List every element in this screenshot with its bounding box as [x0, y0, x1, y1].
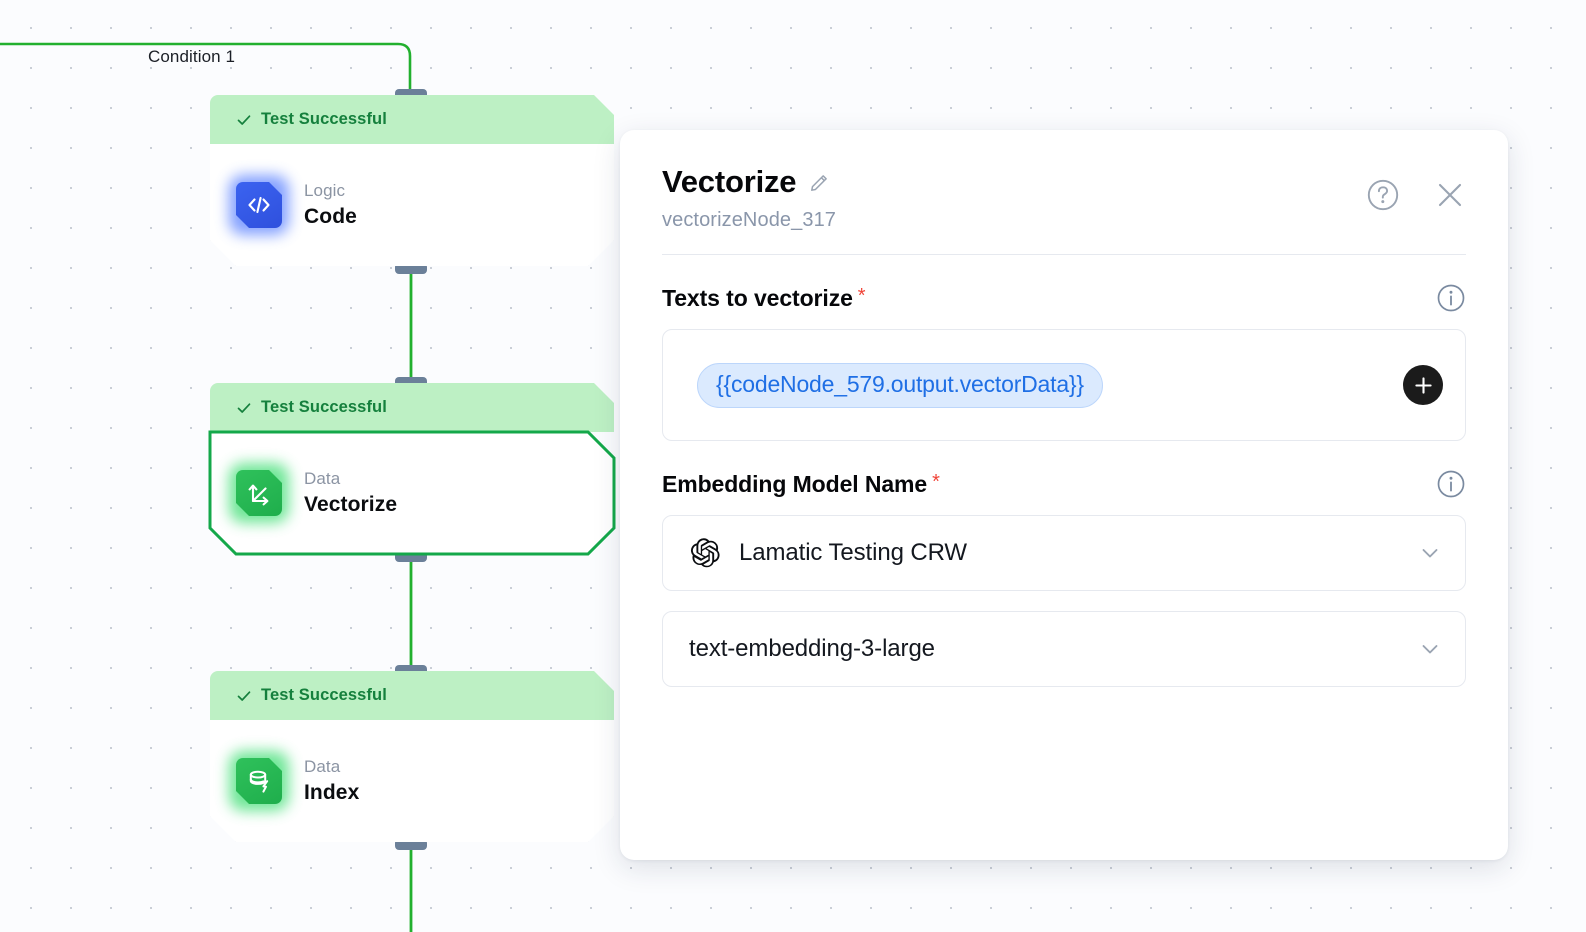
workflow-node-code[interactable]: Test Successful Logic Code — [210, 95, 614, 266]
pencil-icon[interactable] — [809, 171, 831, 193]
embedding-model-select[interactable]: text-embedding-3-large — [662, 611, 1466, 687]
info-icon[interactable] — [1436, 283, 1466, 313]
node-handle-index-top[interactable] — [395, 665, 427, 676]
vector-arrows-glyph — [246, 480, 272, 506]
embedding-provider-select[interactable]: Lamatic Testing CRW — [662, 515, 1466, 591]
check-icon — [236, 400, 252, 416]
add-text-button[interactable] — [1403, 365, 1443, 405]
node-handle-index-bottom[interactable] — [395, 839, 427, 850]
question-circle-icon[interactable] — [1366, 178, 1400, 212]
node-title: Vectorize — [304, 493, 398, 516]
node-status-label: Test Successful — [261, 686, 387, 704]
embedding-provider-value: Lamatic Testing CRW — [739, 539, 967, 566]
vector-arrows-icon — [236, 470, 282, 516]
node-handle-vectorize-top[interactable] — [395, 377, 427, 388]
workflow-node-index[interactable]: Test Successful Data Index — [210, 671, 614, 842]
code-brackets-icon — [236, 182, 282, 228]
chevron-down-icon[interactable] — [1417, 636, 1443, 662]
required-marker: * — [857, 284, 866, 307]
node-body[interactable]: Logic Code — [210, 144, 614, 266]
check-icon — [236, 112, 252, 128]
chevron-down-icon[interactable] — [1417, 540, 1443, 566]
node-status-banner: Test Successful — [210, 671, 614, 720]
node-status-banner: Test Successful — [210, 95, 614, 144]
variable-token[interactable]: {{codeNode_579.output.vectorData}} — [697, 362, 1103, 408]
node-status-label: Test Successful — [261, 398, 387, 416]
required-marker: * — [932, 470, 940, 493]
node-category: Data — [304, 757, 341, 776]
panel-header-actions — [1366, 178, 1466, 212]
node-handle-code-bottom[interactable] — [395, 263, 427, 274]
database-bolt-glyph — [246, 768, 272, 794]
database-bolt-icon — [236, 758, 282, 804]
node-id-label: vectorizeNode_317 — [662, 209, 837, 231]
condition-label: Condition 1 — [148, 47, 236, 66]
close-icon[interactable] — [1434, 179, 1466, 211]
node-category: Data — [304, 469, 341, 488]
field-label: Embedding Model Name — [662, 470, 928, 497]
plus-icon — [1414, 376, 1432, 394]
page-title: Vectorize — [662, 164, 797, 199]
embedding-model-value: text-embedding-3-large — [689, 635, 935, 662]
node-status-label: Test Successful — [261, 110, 387, 128]
workflow-node-vectorize[interactable]: Test Successful — [208, 383, 616, 556]
field-texts-to-vectorize: Texts to vectorize* {{codeNode_579.outpu… — [662, 255, 1466, 441]
node-status-banner: Test Successful — [210, 383, 614, 432]
check-icon — [236, 688, 252, 704]
field-label: Texts to vectorize — [662, 284, 853, 311]
node-body[interactable]: Data Index — [210, 720, 614, 842]
field-embedding-model-name: Embedding Model Name* Lamatic Testing CR… — [662, 441, 1466, 687]
texts-to-vectorize-input[interactable]: {{codeNode_579.output.vectorData}} — [662, 329, 1466, 441]
code-brackets-glyph — [246, 195, 272, 215]
node-config-panel[interactable]: Vectorize vectorizeNode_317 Texts to vec… — [620, 130, 1508, 860]
info-icon[interactable] — [1436, 469, 1466, 499]
node-handle-vectorize-bottom[interactable] — [395, 551, 427, 562]
panel-header: Vectorize vectorizeNode_317 — [662, 130, 1466, 255]
node-handle-code-top[interactable] — [395, 89, 427, 100]
node-title: Code — [304, 205, 357, 228]
node-body[interactable]: Data Vectorize — [210, 432, 614, 554]
node-category: Logic — [304, 181, 346, 200]
node-title: Index — [304, 781, 360, 804]
openai-icon — [690, 538, 720, 568]
